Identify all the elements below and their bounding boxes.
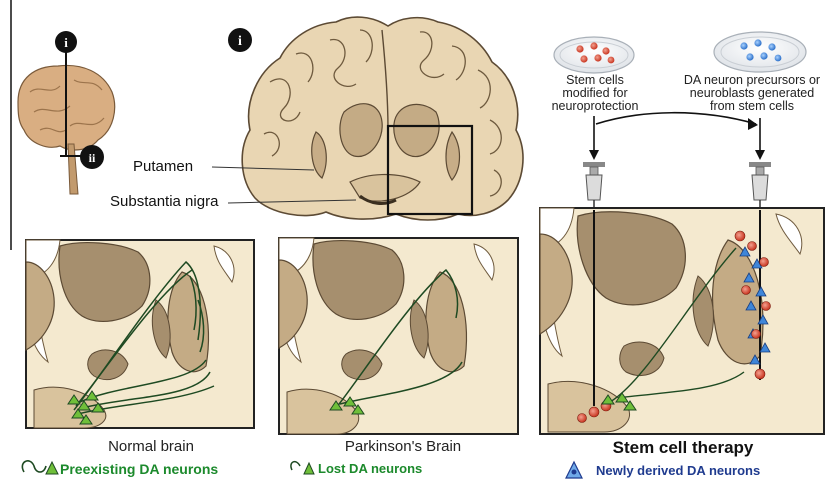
coronal-brain-section	[242, 17, 523, 220]
green-neuron-icon	[22, 461, 58, 474]
marker-ii: ii	[80, 145, 104, 169]
panel-normal-brain	[26, 240, 254, 428]
dish-red-label: Stem cells modified for neuroprotection	[548, 74, 642, 113]
whole-brain-illustration	[18, 40, 115, 194]
parkinson-brain-caption: Parkinson's Brain	[318, 438, 488, 455]
putamen-label: Putamen	[133, 158, 193, 175]
newly-derived-neurons-legend: Newly derived DA neurons	[596, 463, 760, 478]
dish-blue	[714, 32, 806, 72]
substantia-nigra-label: Substantia nigra	[110, 193, 218, 210]
marker-i-small-label: i	[64, 35, 68, 50]
lost-neuron-icon	[291, 462, 314, 474]
preexisting-neurons-legend: Preexisting DA neurons	[60, 461, 218, 477]
marker-i-large: i	[228, 28, 252, 52]
stem-therapy-caption: Stem cell therapy	[588, 438, 778, 458]
blue-neuron-icon	[566, 462, 582, 478]
lost-neurons-legend: Lost DA neurons	[318, 461, 422, 476]
marker-ii-label: ii	[89, 151, 96, 165]
marker-i-small: i	[55, 31, 77, 53]
panel-stem-therapy	[540, 208, 824, 434]
normal-brain-caption: Normal brain	[76, 438, 226, 455]
dish-blue-label: DA neuron precursors or neuroblasts gene…	[676, 74, 828, 113]
marker-i-large-label: i	[238, 34, 242, 49]
panel-parkinson-brain	[279, 238, 518, 434]
